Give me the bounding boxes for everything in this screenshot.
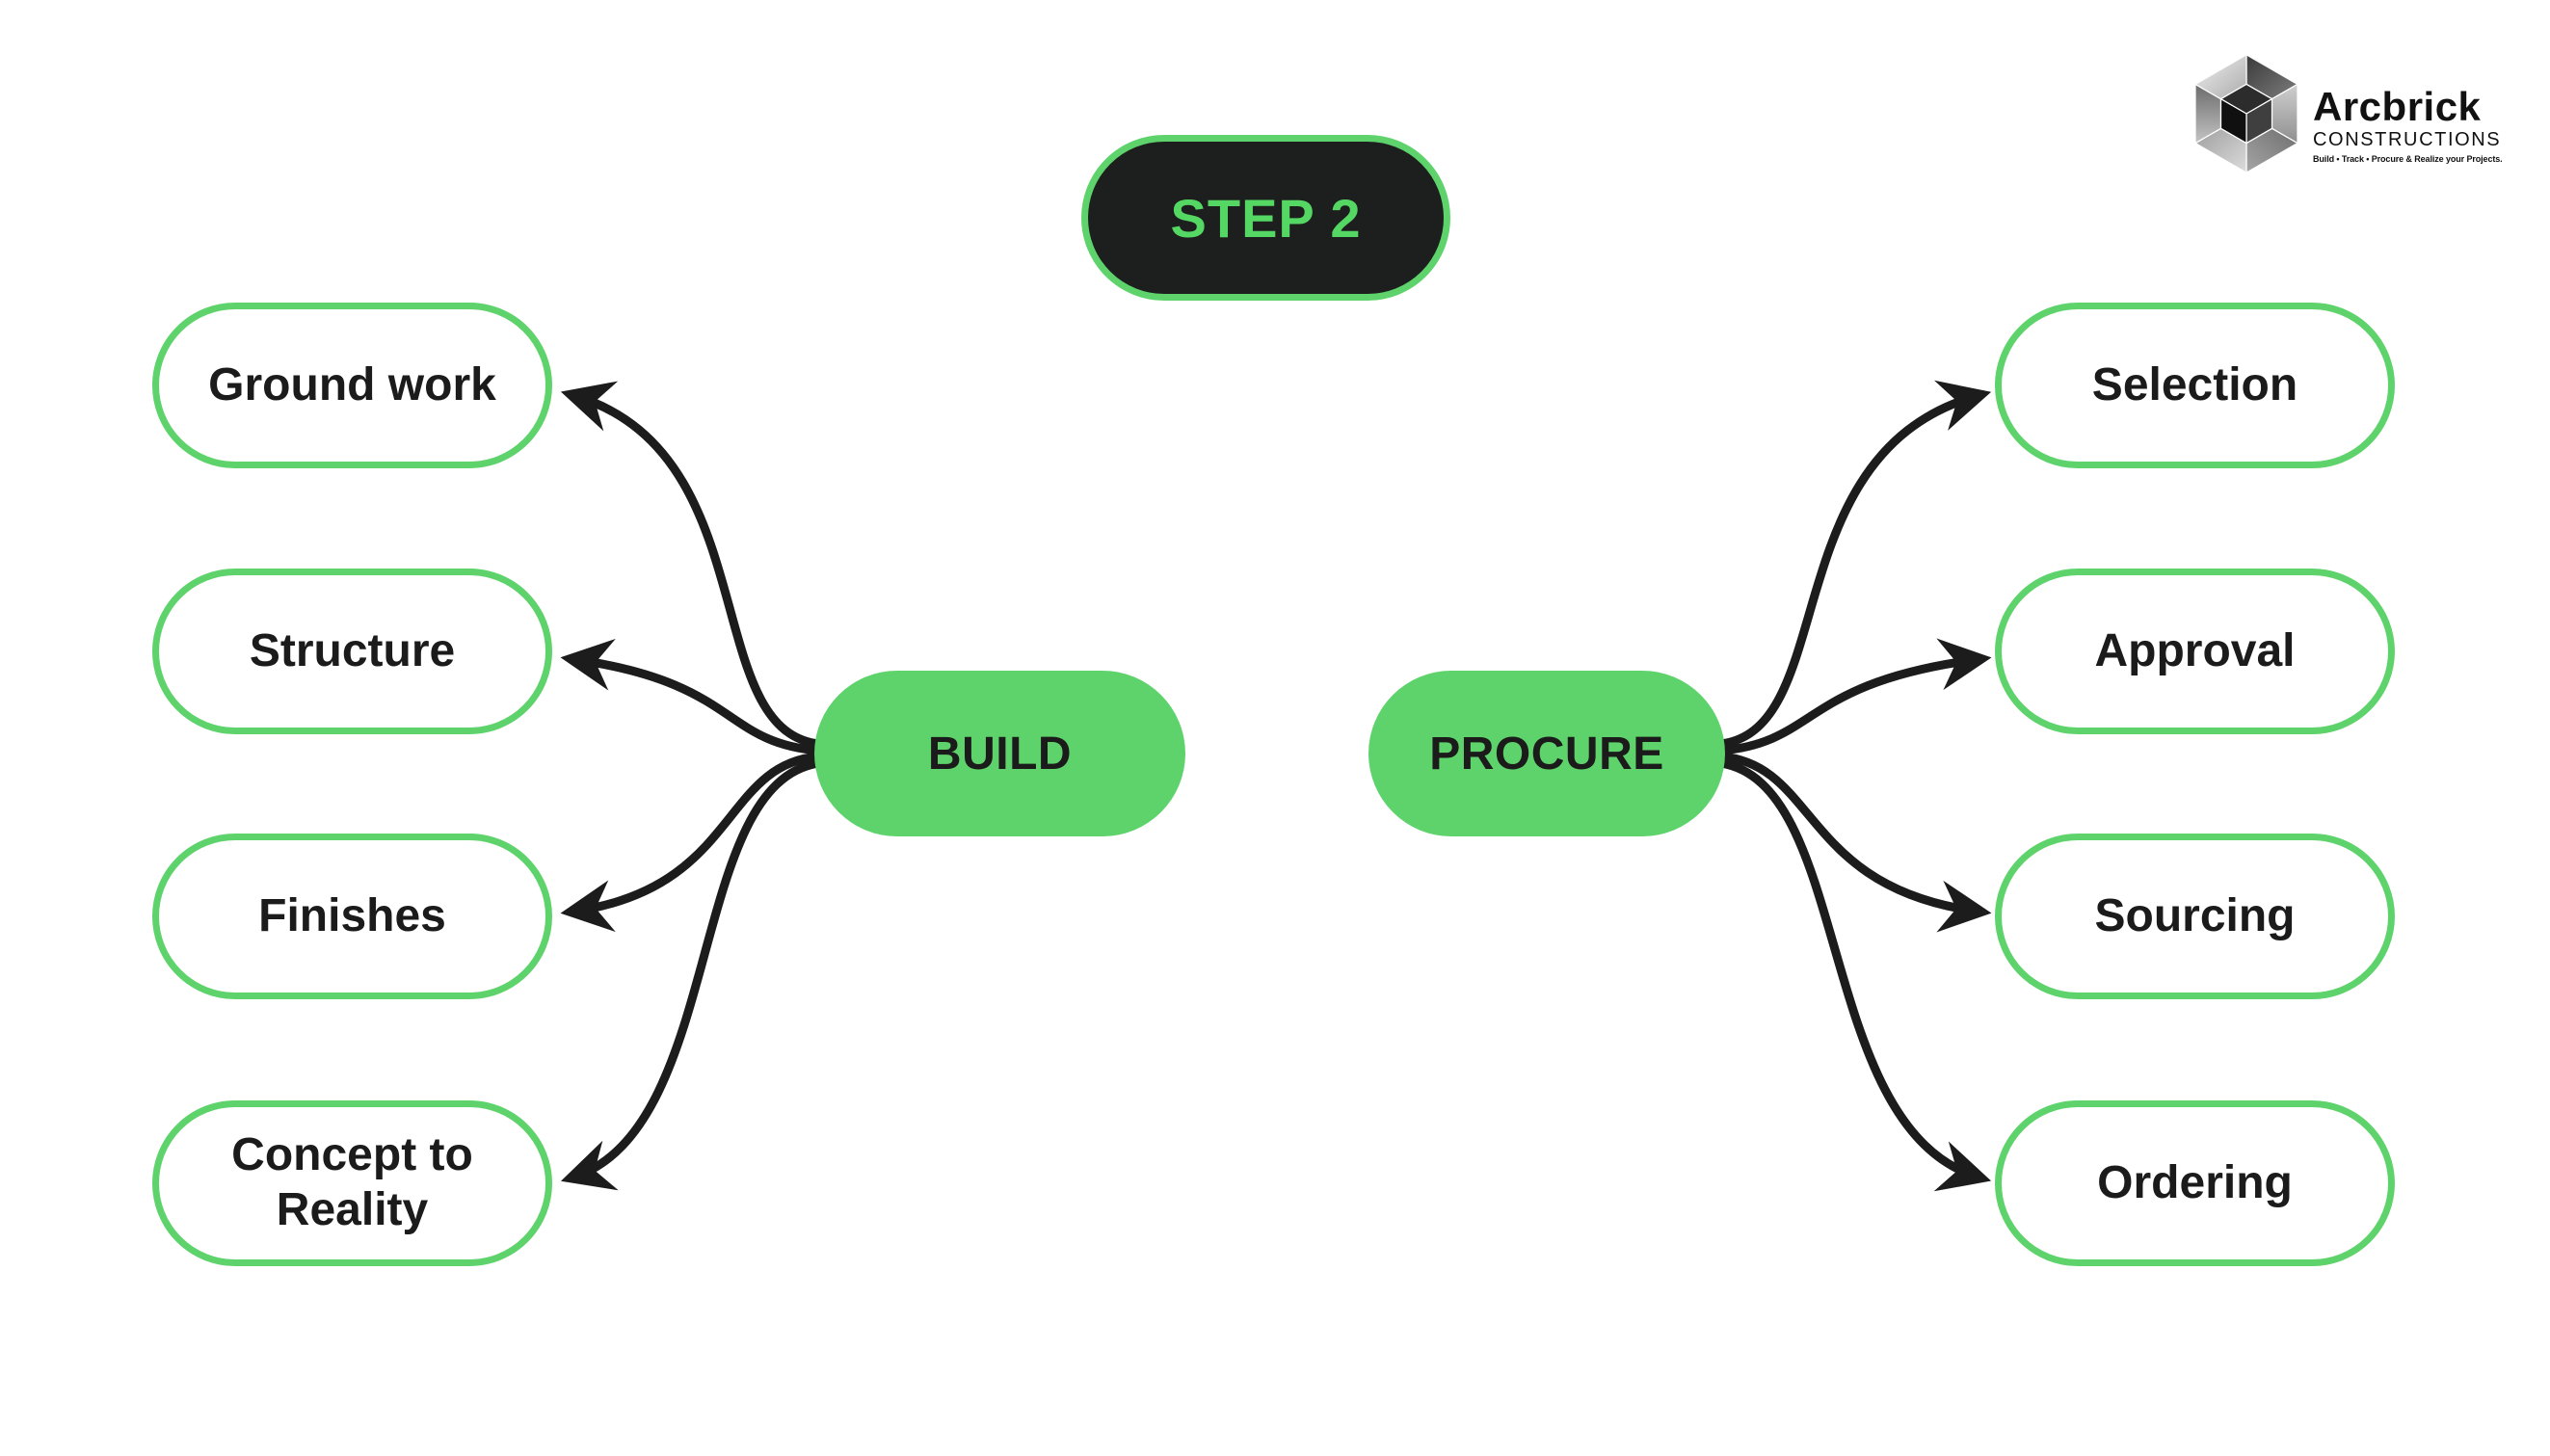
hub-procure: PROCURE (1368, 671, 1725, 836)
arrow-procure-to-sourcing (1716, 752, 1992, 933)
node-structure: Structure (152, 569, 552, 734)
arrow-procure-to-selection (1716, 380, 1992, 749)
brand-tagline: Build • Track • Procure & Realize your P… (2313, 154, 2503, 164)
node-ground-work: Ground work (152, 303, 552, 468)
node-approval: Approval (1995, 569, 2395, 734)
node-concept-to-reality: Concept to Reality (152, 1100, 552, 1266)
node-sourcing: Sourcing (1995, 834, 2395, 999)
node-ordering: Ordering (1995, 1100, 2395, 1266)
brand-name: Arcbrick (2313, 84, 2482, 129)
arrow-build-to-finishes (560, 752, 823, 932)
arrow-build-to-ground-work (560, 381, 823, 749)
step-badge: STEP 2 (1081, 135, 1450, 301)
node-selection: Selection (1995, 303, 2395, 468)
brand-subtitle: CONSTRUCTIONS (2313, 129, 2502, 150)
node-finishes: Finishes (152, 834, 552, 999)
brand-text: Arcbrick CONSTRUCTIONS Build • Track • P… (2313, 87, 2503, 164)
arrow-procure-to-approval (1716, 638, 1992, 755)
arrow-procure-to-ordering (1716, 758, 1992, 1192)
hub-build: BUILD (814, 671, 1185, 836)
arrow-build-to-concept (560, 758, 823, 1191)
arrow-build-to-structure (560, 638, 823, 755)
brand-logo: Arcbrick CONSTRUCTIONS Build • Track • P… (2195, 54, 2503, 173)
cube-logo-icon (2195, 54, 2298, 173)
